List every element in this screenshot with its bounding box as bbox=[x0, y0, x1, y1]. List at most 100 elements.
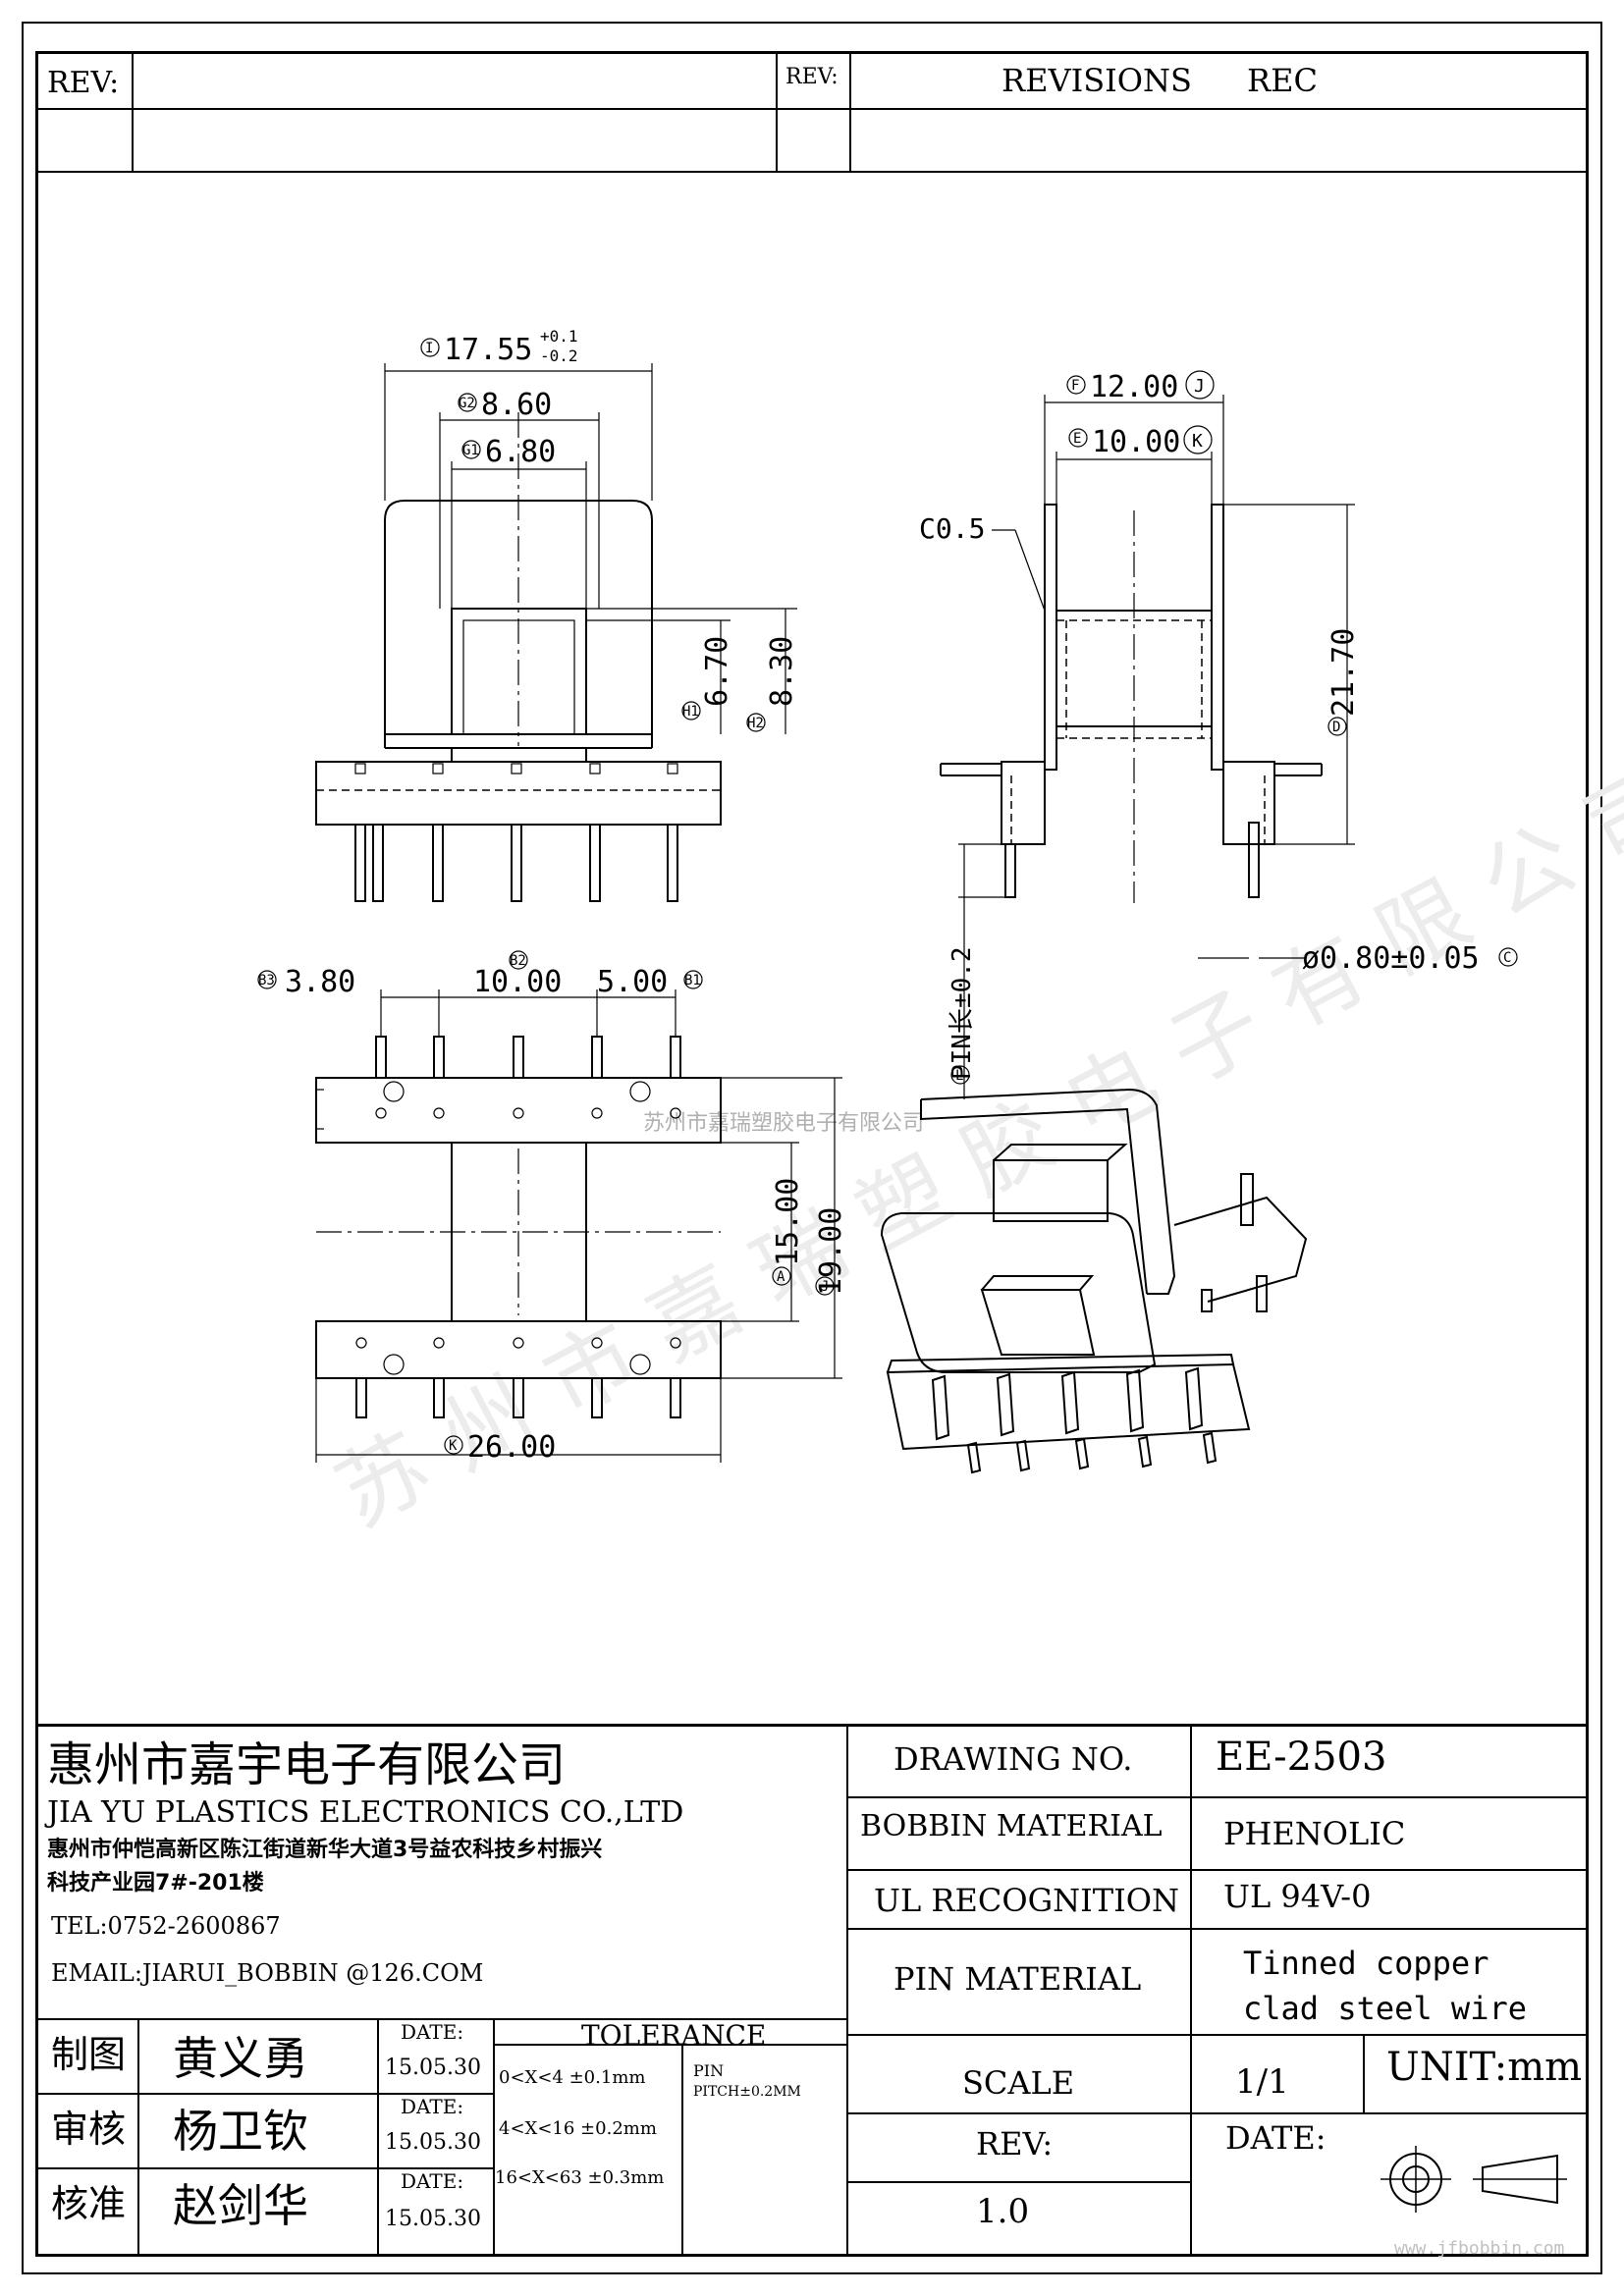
company-name-en: JIA YU PLASTICS ELECTRONICS CO.,LTD bbox=[47, 1795, 684, 1830]
company-tel: TEL:0752-2600867 bbox=[51, 1912, 281, 1940]
bottom-view: B3 3.80 B2 10.00 5.00 B1 15.00 19.00 A J… bbox=[257, 950, 848, 1465]
side-base-left bbox=[1001, 761, 1046, 845]
bottom-bottom-band bbox=[315, 1320, 722, 1379]
approval-date-label-2: DATE: bbox=[401, 2095, 464, 2118]
scale-value: 1/1 bbox=[1235, 2062, 1289, 2102]
dim-b2: 10.00 bbox=[473, 965, 562, 999]
rev-label: REV: bbox=[976, 2125, 1054, 2163]
rev-label-right: REV: bbox=[785, 65, 839, 89]
dim-pin-dia: ø0.80±0.05 bbox=[1302, 941, 1480, 976]
ul-recognition-value: UL 94V-0 bbox=[1223, 1878, 1372, 1915]
pin-material-line-1: Tinned copper bbox=[1243, 1945, 1489, 1982]
dim-g2: 8.60 bbox=[481, 388, 552, 422]
label-a: A bbox=[777, 1269, 785, 1285]
watermark-url: www.jfbobbin.com bbox=[1394, 2238, 1565, 2259]
approval-date-2: 15.05.30 bbox=[385, 2130, 481, 2155]
dim-h2: 8.30 bbox=[765, 636, 799, 707]
chamfer-label: C0.5 bbox=[919, 512, 985, 545]
approval-role-2: 审核 bbox=[51, 2108, 127, 2151]
rev-value: 1.0 bbox=[976, 2192, 1030, 2231]
approval-date-3: 15.05.30 bbox=[385, 2207, 481, 2231]
side-flange-left bbox=[1044, 504, 1057, 771]
approval-role-1: 制图 bbox=[51, 2033, 127, 2076]
pin-material-label: PIN MATERIAL bbox=[893, 1960, 1142, 1998]
tolerance-pin-pitch: PITCH±0.2MM bbox=[693, 2084, 801, 2100]
front-base bbox=[315, 761, 722, 826]
label-i: I bbox=[425, 341, 433, 356]
label-h1: H1 bbox=[682, 704, 699, 720]
approval-role-3: 核准 bbox=[51, 2182, 127, 2225]
dim-i-tol-plus: +0.1 bbox=[540, 327, 578, 346]
inner-frame bbox=[35, 51, 1589, 2257]
tolerance-pin-label: PIN bbox=[693, 2061, 725, 2080]
dim-j: 19.00 bbox=[814, 1207, 848, 1296]
tolerance-row-3: 16<X<63 ±0.3mm bbox=[495, 2167, 665, 2188]
dim-a: 15.00 bbox=[771, 1178, 805, 1266]
side-view: F 12.00 J E 10.00 K C0.5 21.70 D ø0.80±0… bbox=[919, 370, 1518, 1099]
label-b1: B1 bbox=[684, 973, 701, 988]
bobbin-material-value: PHENOLIC bbox=[1223, 1815, 1406, 1852]
front-base-holes bbox=[354, 763, 678, 774]
rev-label-left: REV: bbox=[47, 66, 120, 100]
approval-date-1: 15.05.30 bbox=[385, 2056, 481, 2080]
iso-front-base bbox=[886, 1362, 1251, 1451]
revisions-label: REVISIONS bbox=[1001, 62, 1192, 99]
ul-recognition-label: UL RECOGNITION bbox=[874, 1882, 1179, 1919]
bottom-bottom-holes bbox=[355, 1337, 681, 1375]
dim-b1: 5.00 bbox=[597, 965, 668, 999]
label-j-side: J bbox=[1194, 376, 1205, 397]
unit-label: UNIT:mm bbox=[1386, 2045, 1583, 2090]
bottom-view-bottom-pins bbox=[355, 1377, 681, 1418]
dim-b3: 3.80 bbox=[285, 965, 355, 999]
third-angle-projection-icon bbox=[1380, 2146, 1567, 2213]
pin-material-line-2: clad steel wire bbox=[1243, 1990, 1527, 2027]
dim-i: 17.55 bbox=[444, 333, 532, 367]
company-address-1: 惠州市仲恺高新区陈江街道新华大道3号益农科技乡村振兴 bbox=[47, 1838, 603, 1862]
approval-date-label-3: DATE: bbox=[401, 2169, 464, 2193]
technical-drawing: .ln { stroke:#000; stroke-width:2; fill:… bbox=[257, 327, 1518, 1474]
front-view: I 17.55 +0.1 -0.2 G2 8.60 G1 6.80 6.70 8… bbox=[315, 327, 799, 902]
label-g1: G1 bbox=[462, 443, 479, 458]
isometric-view bbox=[880, 1088, 1308, 1474]
company-name-cn: 惠州市嘉宇电子有限公司 bbox=[47, 1737, 567, 1792]
company-address-2: 科技产业园7#-201楼 bbox=[47, 1871, 264, 1896]
dim-f: 12.00 bbox=[1090, 370, 1178, 404]
iso-front-flange bbox=[880, 1212, 1157, 1373]
label-e: E bbox=[1073, 431, 1081, 447]
iso-front-window bbox=[980, 1289, 1096, 1356]
iso-core-top bbox=[993, 1159, 1109, 1222]
dim-k: 26.00 bbox=[467, 1430, 556, 1465]
label-j: J bbox=[821, 1279, 829, 1295]
label-b3: B3 bbox=[258, 973, 275, 988]
iso-back-flange bbox=[920, 1088, 1176, 1295]
dim-e: 10.00 bbox=[1092, 425, 1180, 459]
bottom-view-top-pins bbox=[375, 1036, 681, 1079]
drawing-no-label: DRAWING NO. bbox=[893, 1740, 1133, 1778]
side-pin-right bbox=[1248, 822, 1260, 898]
tolerance-row-1: 0<X<4 ±0.1mm bbox=[499, 2067, 646, 2088]
drawing-no-value: EE-2503 bbox=[1216, 1735, 1387, 1780]
label-g2: G2 bbox=[459, 396, 475, 411]
dim-h1: 6.70 bbox=[700, 636, 734, 707]
label-l: L bbox=[955, 1068, 963, 1084]
bobbin-material-label: BOBBIN MATERIAL bbox=[860, 1809, 1163, 1843]
watermark-center-text: 苏州市嘉瑞塑胶电子有限公司 bbox=[643, 1111, 925, 1136]
label-k: K bbox=[449, 1438, 458, 1454]
side-flange-right bbox=[1211, 504, 1224, 771]
approval-name-3: 赵剑华 bbox=[173, 2179, 308, 2232]
dim-i-tol-minus: -0.2 bbox=[540, 347, 578, 365]
label-h2: H2 bbox=[747, 716, 764, 731]
side-pin-left bbox=[1004, 843, 1016, 898]
tolerance-row-2: 4<X<16 ±0.2mm bbox=[499, 2118, 657, 2139]
approval-date-label-1: DATE: bbox=[401, 2020, 464, 2044]
date-label: DATE: bbox=[1225, 2119, 1326, 2157]
dim-pin-length: PIN长±0.2 bbox=[947, 946, 977, 1080]
outer-frame bbox=[22, 22, 1602, 2274]
label-c: C bbox=[1503, 950, 1511, 966]
approval-name-2: 杨卫钦 bbox=[173, 2105, 308, 2158]
scale-label: SCALE bbox=[962, 2064, 1075, 2102]
approval-name-1: 黄义勇 bbox=[173, 2032, 308, 2085]
tolerance-title: TOLERANCE bbox=[581, 2019, 767, 2052]
label-k-side: K bbox=[1192, 431, 1203, 452]
front-pins bbox=[354, 824, 678, 902]
